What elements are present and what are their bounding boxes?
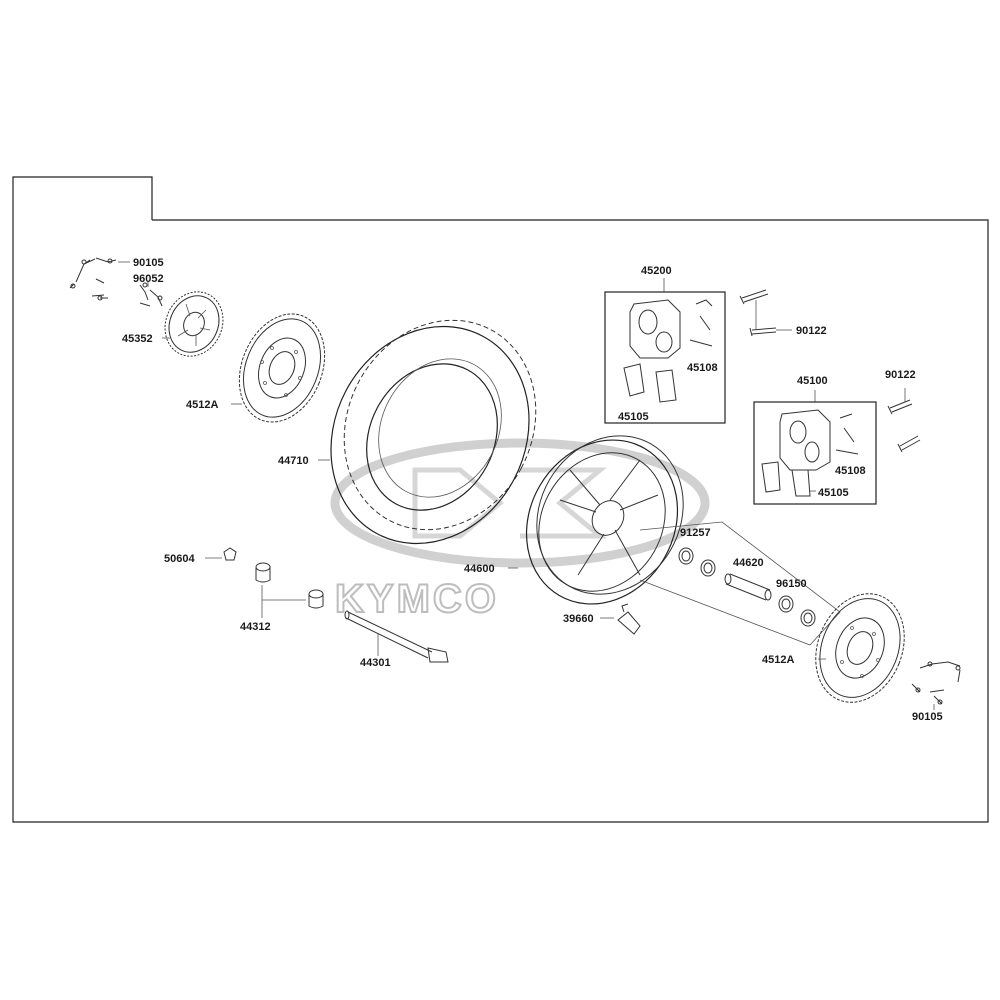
label-91257: 91257 bbox=[680, 527, 711, 539]
bolts-90105-bottom bbox=[911, 661, 961, 710]
bolts-96052 bbox=[139, 281, 163, 307]
collars-44312 bbox=[255, 562, 324, 618]
label-44710: 44710 bbox=[278, 455, 309, 467]
label-90122-top: 90122 bbox=[796, 325, 827, 337]
pins-90122-right bbox=[887, 388, 921, 453]
diagram-frame bbox=[12, 176, 989, 823]
watermark-text: KYMCO bbox=[335, 577, 499, 621]
axle-44301 bbox=[344, 610, 449, 663]
label-45352: 45352 bbox=[122, 333, 153, 345]
label-44600: 44600 bbox=[464, 563, 495, 575]
label-4512A-right: 4512A bbox=[762, 654, 794, 666]
pins-90122-top bbox=[739, 289, 792, 337]
bolts-90105-top bbox=[69, 257, 130, 301]
label-45108-right: 45108 bbox=[835, 465, 866, 477]
label-45100: 45100 bbox=[797, 375, 828, 387]
part-50604 bbox=[205, 547, 237, 561]
label-90105-top: 90105 bbox=[133, 257, 164, 269]
label-90122-right: 90122 bbox=[885, 369, 916, 381]
sensor-ring-45352 bbox=[162, 291, 224, 357]
label-96052: 96052 bbox=[133, 273, 164, 285]
brake-disc-4512A-left bbox=[231, 313, 326, 423]
label-44620: 44620 bbox=[733, 557, 764, 569]
valve-39660 bbox=[600, 603, 641, 635]
caliper-assembly-45200 bbox=[604, 278, 726, 424]
kymco-watermark: KYMCO bbox=[330, 438, 710, 622]
bearing-group bbox=[639, 521, 841, 646]
label-50604: 50604 bbox=[164, 553, 195, 565]
label-90105-bottom: 90105 bbox=[912, 711, 943, 723]
wheel-rim-44600 bbox=[508, 435, 684, 605]
label-45105-right: 45105 bbox=[818, 487, 849, 499]
label-4512A-left: 4512A bbox=[186, 399, 218, 411]
brake-disc-4512A-right bbox=[815, 593, 905, 703]
label-44312: 44312 bbox=[240, 621, 271, 633]
label-96150: 96150 bbox=[776, 578, 807, 590]
label-45200: 45200 bbox=[641, 265, 672, 277]
caliper-assembly-45100 bbox=[753, 390, 877, 505]
label-39660: 39660 bbox=[563, 613, 594, 625]
label-44301: 44301 bbox=[360, 657, 391, 669]
label-45108-top: 45108 bbox=[687, 362, 718, 374]
label-45105-top: 45105 bbox=[618, 411, 649, 423]
tyre-44710 bbox=[318, 319, 537, 545]
